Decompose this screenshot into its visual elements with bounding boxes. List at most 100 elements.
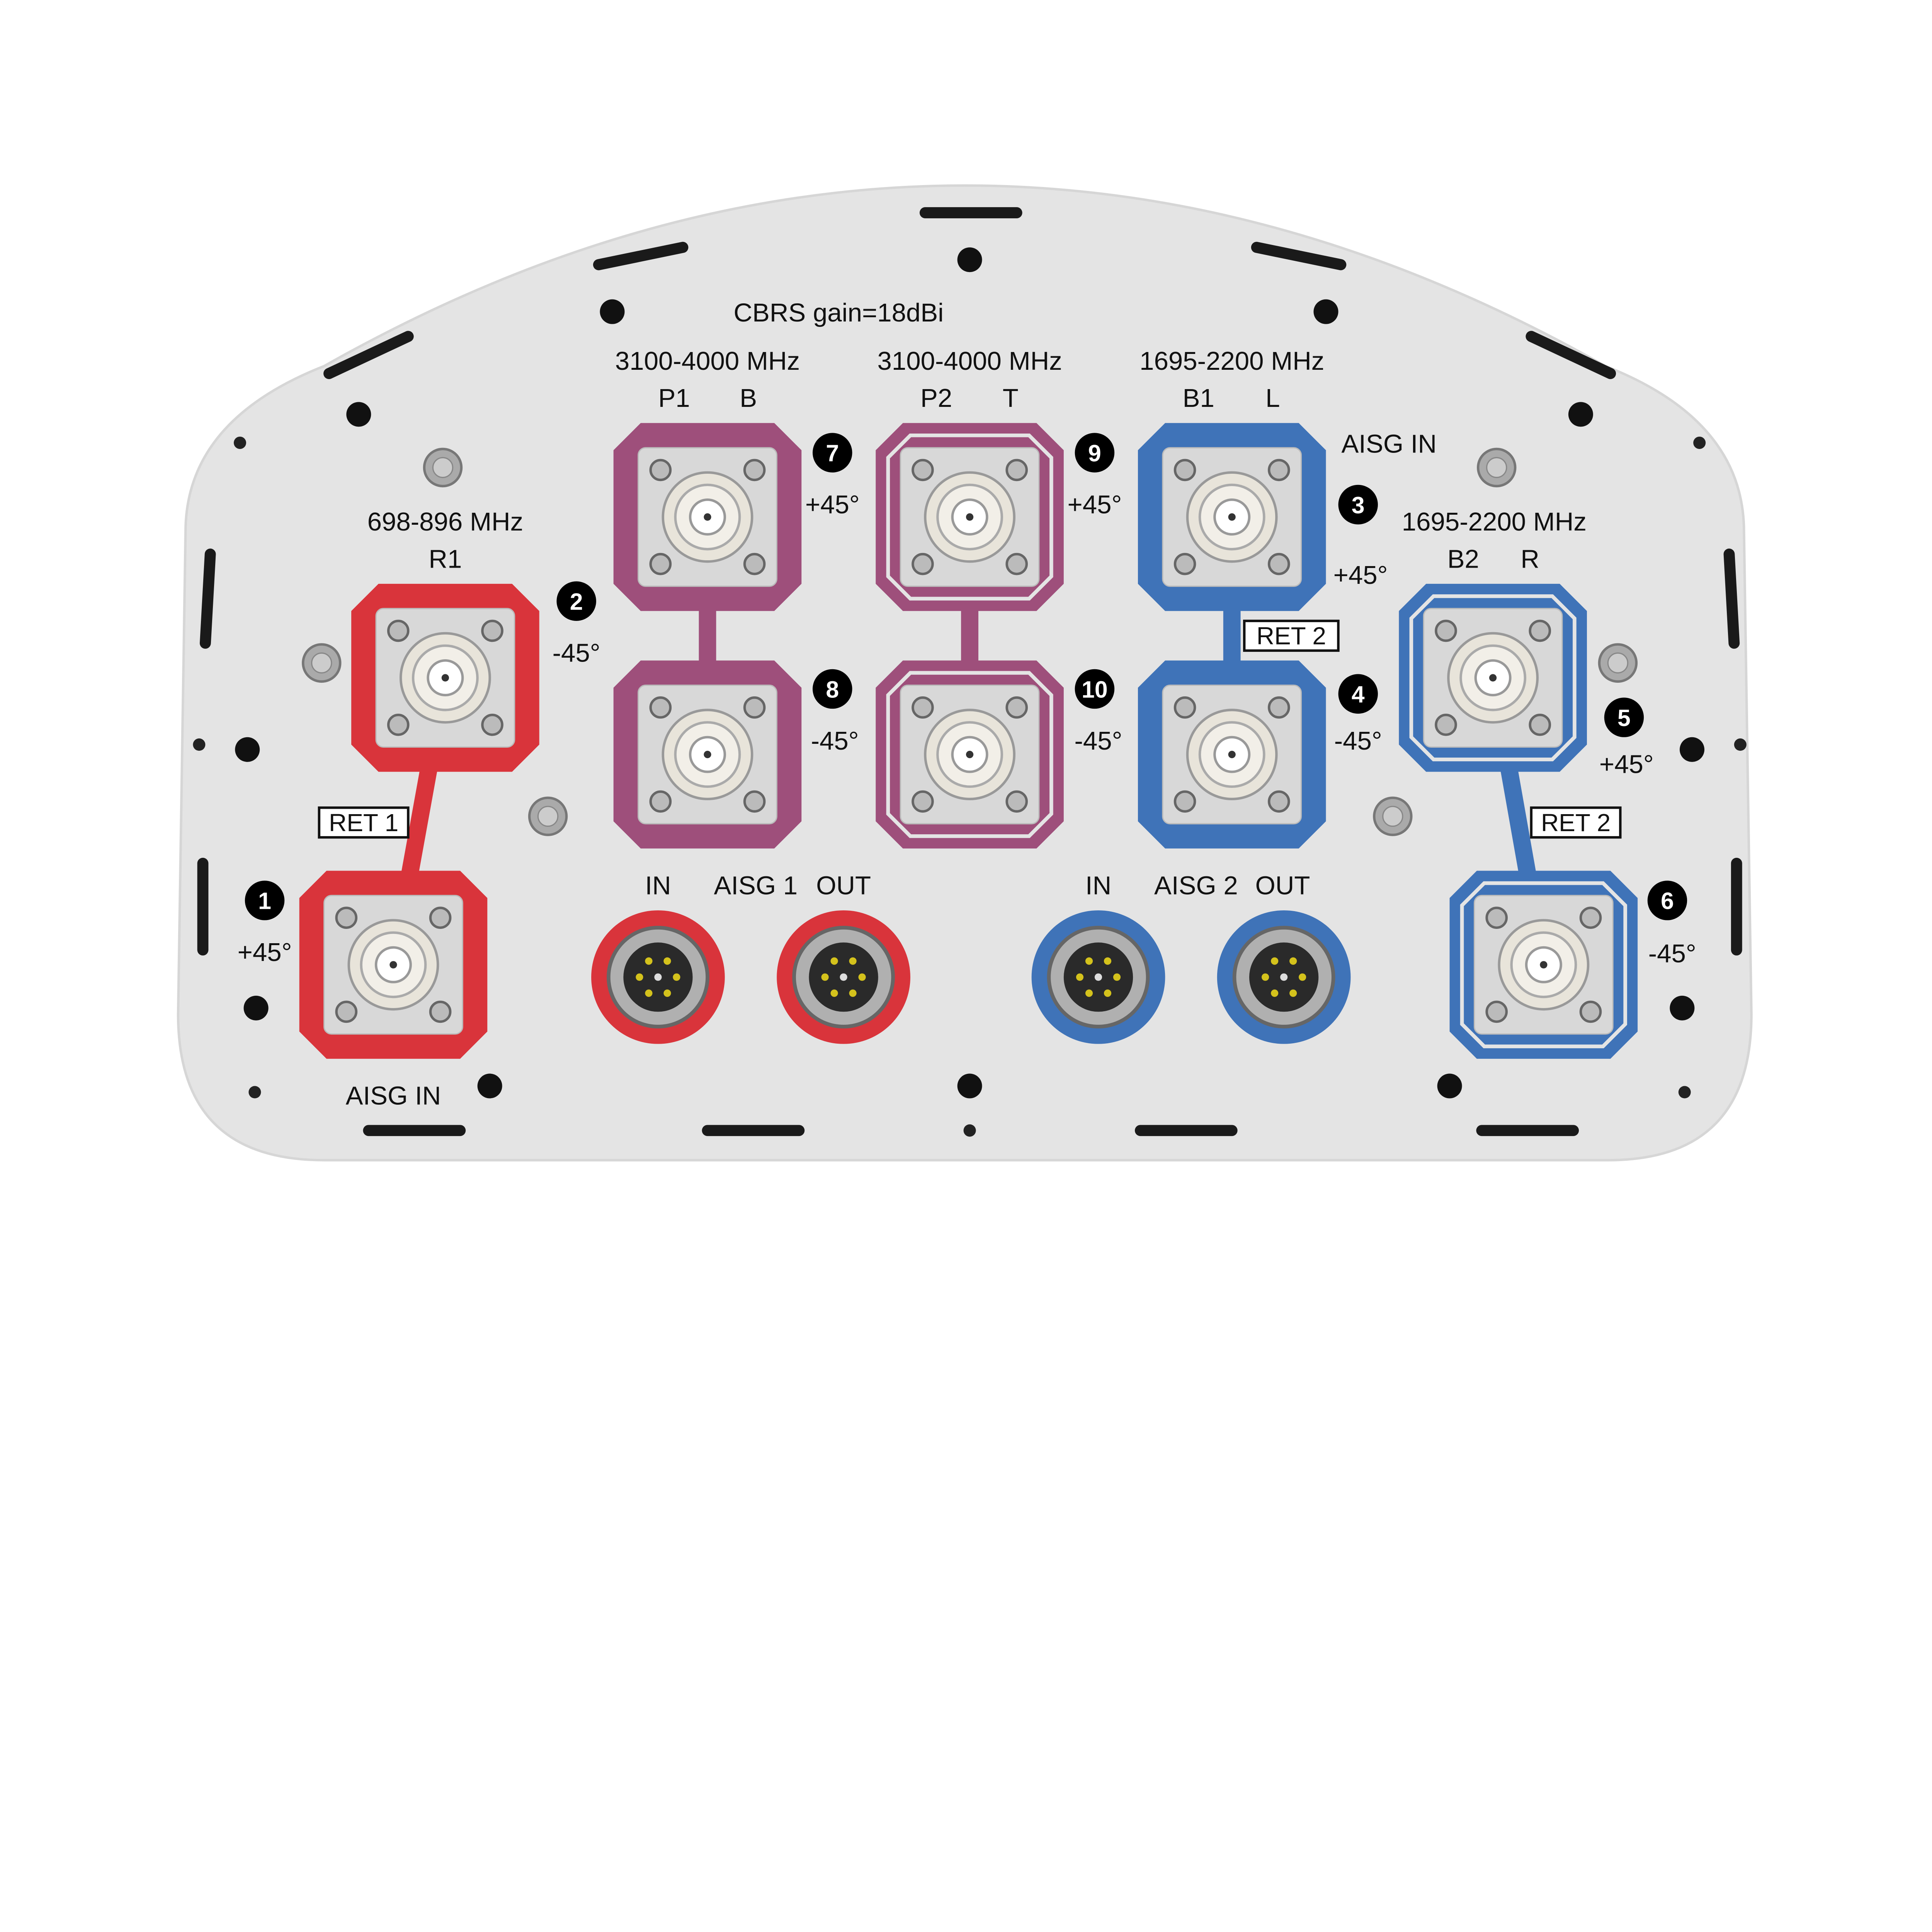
screw-icon: [302, 643, 342, 683]
aisg2-name: AISG 2: [1154, 871, 1238, 900]
port-number-badge: 9: [1075, 433, 1115, 473]
screw-icon: [335, 1000, 358, 1023]
screw-icon: [1435, 619, 1457, 642]
antenna-port-panel-diagram: 1+45°2-45°3+45°4-45°5+45°6-45°7+45°8-45°…: [177, 184, 1753, 1162]
screw-icon: [1005, 459, 1028, 481]
ret-label-2b: RET 2: [1530, 806, 1622, 839]
screw-icon: [1005, 553, 1028, 575]
polarization-label: -45°: [553, 639, 600, 668]
aisg1-in-connector[interactable]: [591, 910, 725, 1044]
screw-icon: [1435, 713, 1457, 736]
mounting-hole: [1568, 402, 1593, 427]
polarization-label: +45°: [1333, 561, 1388, 590]
svg-text:8: 8: [826, 676, 839, 702]
screw-icon: [1268, 553, 1290, 575]
rf-port-3[interactable]: [1138, 423, 1326, 611]
rf-port-9[interactable]: [876, 423, 1064, 611]
port-number-badge: 4: [1338, 674, 1378, 714]
screw-icon: [1485, 906, 1508, 929]
screw-icon: [649, 459, 672, 481]
screw-icon: [1173, 459, 1196, 481]
aisg1-out-label: OUT: [816, 871, 871, 900]
band-code-p2: P2: [920, 384, 952, 413]
svg-text:RET 2: RET 2: [1257, 622, 1326, 650]
rf-port-6[interactable]: [1449, 871, 1638, 1059]
screw-icon: [743, 459, 766, 481]
screw-icon: [912, 553, 934, 575]
aisg2-in-label: IN: [1085, 871, 1111, 900]
panel-mounting-features: [193, 207, 1747, 1137]
rf-port-5[interactable]: [1399, 583, 1587, 772]
gain-title: CBRS gain=18dBi: [733, 298, 944, 327]
mounting-hole: [1679, 737, 1705, 762]
polarization-label: +45°: [1599, 750, 1654, 779]
screw-icon: [387, 619, 410, 642]
screw-icon: [1173, 696, 1196, 719]
rf-port-10[interactable]: [876, 660, 1064, 849]
mounting-hole: [346, 402, 371, 427]
svg-text:9: 9: [1088, 440, 1101, 466]
aisg1-out-connector[interactable]: [777, 910, 910, 1044]
screw-icon: [912, 459, 934, 481]
band-code-r1: R1: [429, 544, 462, 573]
screw-icon: [1005, 790, 1028, 813]
screw-icon: [1173, 790, 1196, 813]
polarization-label: +45°: [1067, 490, 1122, 519]
screw-icon: [481, 713, 503, 736]
small-hole: [963, 1124, 976, 1137]
svg-text:10: 10: [1082, 676, 1108, 702]
svg-text:2: 2: [570, 588, 583, 615]
mounting-hole: [1670, 995, 1695, 1020]
small-hole: [248, 1086, 261, 1099]
vent-slot: [1251, 242, 1347, 270]
screw-icon: [1529, 713, 1551, 736]
screw-icon: [1268, 459, 1290, 481]
aisg1-name: AISG 1: [714, 871, 798, 900]
svg-text:7: 7: [826, 440, 839, 466]
port-number-badge: 7: [813, 433, 852, 473]
aisg2-in-connector[interactable]: [1031, 910, 1165, 1044]
small-hole: [1734, 738, 1747, 751]
svg-text:6: 6: [1661, 888, 1674, 914]
screw-icon: [912, 696, 934, 719]
small-hole: [1678, 1086, 1691, 1099]
rf-port-4[interactable]: [1138, 660, 1326, 849]
rf-port-1[interactable]: [299, 871, 488, 1059]
port-number-badge: 5: [1604, 697, 1644, 737]
mounting-hole: [957, 1073, 982, 1099]
band-code-t: T: [1003, 384, 1019, 413]
small-hole: [1693, 436, 1706, 449]
rf-port-8[interactable]: [613, 660, 802, 849]
screw-icon: [912, 790, 934, 813]
screw-icon: [743, 790, 766, 813]
band-freq-b2: 1695-2200 MHz: [1402, 507, 1587, 536]
vent-slot: [323, 331, 414, 379]
polarization-label: +45°: [805, 490, 860, 519]
mounting-hole: [1313, 299, 1338, 324]
screw-icon: [1579, 1000, 1602, 1023]
screw-icon: [528, 796, 568, 836]
vent-slot: [199, 548, 216, 649]
band-code-l: L: [1265, 384, 1280, 413]
band-code-b1: B1: [1183, 384, 1214, 413]
mounting-hole: [243, 995, 269, 1020]
band-code-b: B: [740, 384, 757, 413]
screw-icon: [481, 619, 503, 642]
port-number-badge: 3: [1338, 485, 1378, 525]
polarization-label: -45°: [811, 726, 859, 755]
ret-label-2a: RET 2: [1243, 619, 1340, 652]
screw-icon: [423, 447, 463, 488]
screw-icon: [1598, 643, 1638, 683]
vent-slot: [1723, 548, 1740, 649]
screw-icon: [1268, 696, 1290, 719]
band-freq-p1: 3100-4000 MHz: [615, 347, 800, 376]
rf-port-7[interactable]: [613, 423, 802, 611]
port-number-badge: 10: [1075, 669, 1115, 709]
screw-icon: [335, 906, 358, 929]
aisg2-out-connector[interactable]: [1217, 910, 1351, 1044]
screw-icon: [429, 906, 452, 929]
screw-icon: [1477, 447, 1517, 488]
svg-text:RET 1: RET 1: [329, 809, 398, 837]
rf-port-2[interactable]: [351, 583, 539, 772]
small-hole: [193, 738, 206, 751]
